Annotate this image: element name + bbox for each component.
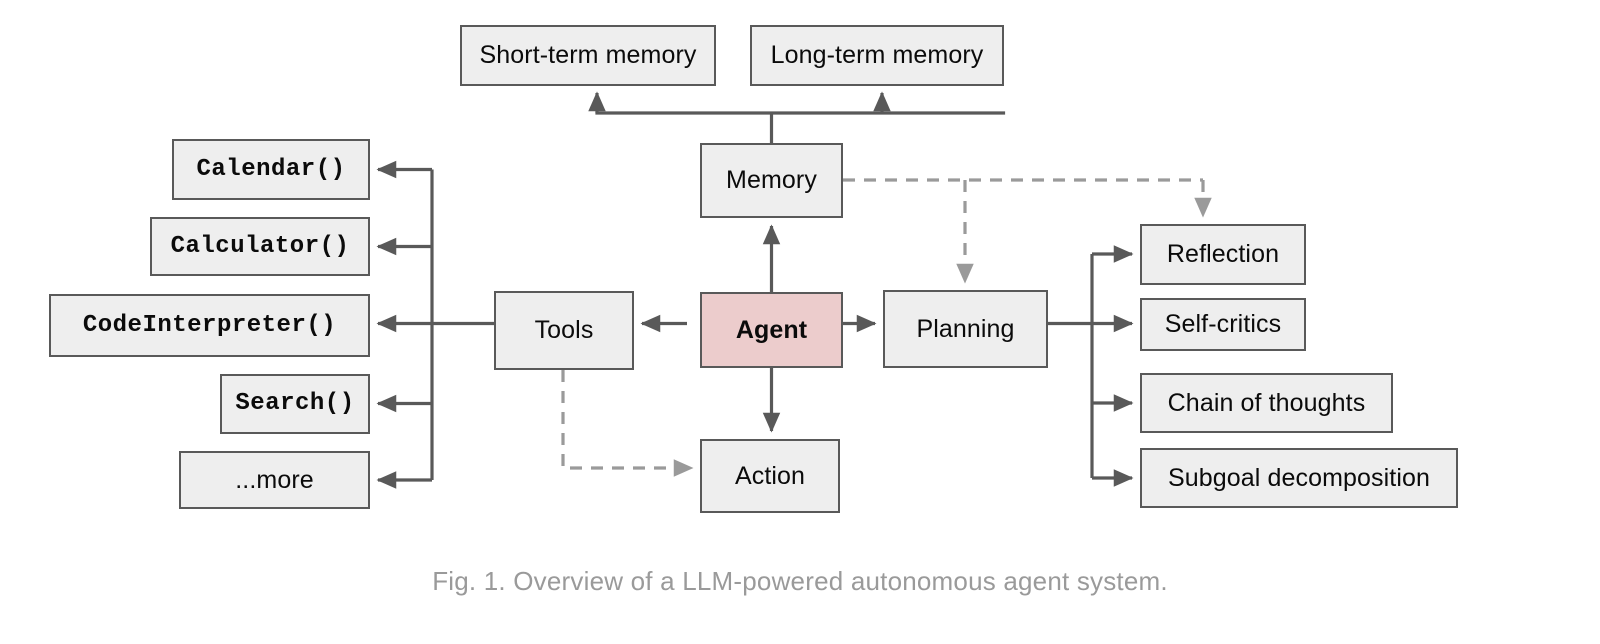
node-planning-chain-of-thoughts-label: Chain of thoughts xyxy=(1167,388,1366,417)
node-tool-calendar-label: Calendar() xyxy=(196,155,346,183)
node-short-term-memory-label: Short-term memory xyxy=(479,41,697,69)
node-agent-label: Agent xyxy=(735,315,808,344)
node-action-label: Action xyxy=(734,461,806,490)
node-tool-search-label: Search() xyxy=(235,390,355,417)
node-memory[interactable]: Memory xyxy=(700,143,843,218)
node-planning-reflection[interactable]: Reflection xyxy=(1140,224,1306,285)
node-planning-subgoal-decomposition[interactable]: Subgoal decomposition xyxy=(1140,448,1458,508)
node-tool-search[interactable]: Search() xyxy=(220,374,370,434)
figure-caption: Fig. 1. Overview of a LLM-powered autono… xyxy=(432,566,1168,596)
node-tool-calculator[interactable]: Calculator() xyxy=(150,217,370,276)
node-tools[interactable]: Tools xyxy=(494,291,634,370)
node-planning-self-critics-label: Self-critics xyxy=(1164,310,1282,338)
node-tool-codeinterpreter[interactable]: CodeInterpreter() xyxy=(49,294,370,357)
node-tool-more[interactable]: ...more xyxy=(179,451,370,509)
node-planning-chain-of-thoughts[interactable]: Chain of thoughts xyxy=(1140,373,1393,433)
node-tool-calculator-label: Calculator() xyxy=(170,232,350,260)
node-short-term-memory[interactable]: Short-term memory xyxy=(460,25,716,86)
edge-tools-action-dashed xyxy=(561,370,694,477)
node-tool-calendar[interactable]: Calendar() xyxy=(172,139,370,200)
node-memory-label: Memory xyxy=(726,166,817,194)
node-tool-codeinterpreter-label: CodeInterpreter() xyxy=(82,311,337,339)
node-planning-label: Planning xyxy=(916,314,1015,343)
node-planning[interactable]: Planning xyxy=(883,290,1048,368)
node-planning-reflection-label: Reflection xyxy=(1166,240,1280,268)
node-tools-label: Tools xyxy=(534,316,594,344)
node-action[interactable]: Action xyxy=(700,439,840,513)
node-long-term-memory[interactable]: Long-term memory xyxy=(750,25,1004,86)
node-planning-subgoal-decomposition-label: Subgoal decomposition xyxy=(1168,463,1430,492)
node-agent[interactable]: Agent xyxy=(700,292,843,368)
node-long-term-memory-label: Long-term memory xyxy=(770,41,984,69)
node-planning-self-critics[interactable]: Self-critics xyxy=(1140,298,1306,351)
node-tool-more-label: ...more xyxy=(235,465,314,494)
